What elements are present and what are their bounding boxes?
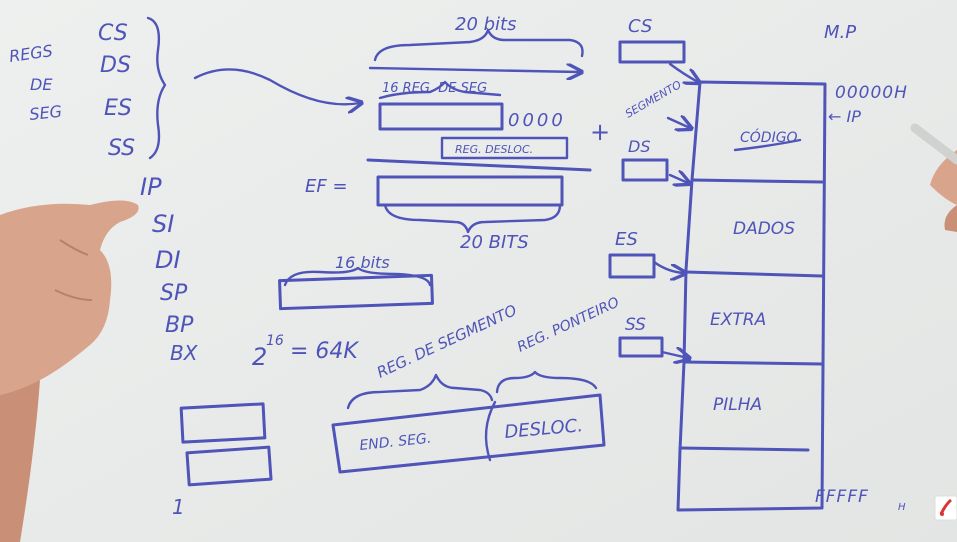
brace-offset [495, 370, 598, 394]
reg-bx: BX [170, 341, 199, 365]
ds-arrow [668, 175, 688, 183]
label-addr-start: 00000H [835, 83, 908, 103]
label-20-bits-bottom: 20 BITS [460, 232, 529, 253]
segment-register-box [378, 102, 504, 131]
label-reg-desloc: REG. DESLOC. [455, 143, 533, 156]
segmento-arrow [666, 118, 690, 128]
reg-sp: SP [160, 281, 188, 306]
label-cs-box: CS [628, 16, 652, 37]
label-seg: SEG [28, 102, 62, 124]
reg-ip: IP [140, 173, 162, 201]
mem-segment-extra: EXTRA [710, 310, 766, 330]
label-de: DE [30, 75, 53, 94]
label-20-bits: 20 bits [455, 14, 517, 35]
cs-arrow [668, 62, 698, 82]
label-power-exp: 16 [266, 333, 284, 349]
presenter-hand [0, 200, 139, 542]
main-memory: M.P 00000H ← IP CÓDIGO DADOS EXTRA PILHA… [676, 22, 908, 513]
label-ss-box: SS [625, 315, 646, 335]
codigo-underline [733, 138, 802, 152]
sixteen-bit-group: 16 bits 2 16 = 64K [252, 253, 434, 371]
curved-arrow-to-register [193, 68, 360, 104]
reg-es: ES [104, 96, 132, 121]
mem-segment-codigo: CÓDIGO [740, 128, 798, 146]
label-es-box: ES [615, 229, 638, 250]
label-plus: + [590, 118, 610, 146]
brace-segment-registers [146, 16, 167, 160]
small-box-2 [185, 445, 273, 487]
reg-ss: SS [108, 136, 135, 161]
brace-16 [378, 80, 502, 100]
reg-cs: CS [98, 21, 128, 46]
label-16-bits: 16 bits [335, 253, 390, 272]
memory-divider-3 [682, 360, 824, 366]
ds-box [621, 158, 669, 182]
offset-register-box [440, 136, 569, 160]
label-addr-end: FFFFF [815, 487, 869, 507]
arrow-20-bits [368, 68, 580, 72]
sum-line [366, 158, 592, 172]
label-ip-arrow: ← IP [828, 107, 861, 126]
label-addr-end-sub: H [898, 502, 906, 513]
memory-divider-1 [690, 178, 824, 184]
cs-box [618, 40, 686, 64]
label-ds-box: DS [628, 137, 650, 156]
mem-segment-dados: DADOS [733, 219, 795, 239]
effective-address-box [376, 175, 564, 207]
brace-20-bits [373, 28, 584, 62]
segment-offset-divider [484, 400, 497, 462]
memory-divider-4 [678, 446, 810, 452]
ss-box [618, 336, 664, 358]
reg-di: DI [155, 246, 181, 274]
label-ef: EF = [305, 176, 348, 197]
pointer-registers-group: IP SI DI SP BP BX [140, 173, 199, 365]
es-arrow [652, 260, 684, 273]
segment-registers-group: REGS DE SEG CS DS ES SS [8, 16, 167, 161]
memory-divider-2 [684, 270, 824, 278]
brace-segment [346, 373, 494, 410]
channel-logo [934, 495, 957, 521]
presenter-hand-right [910, 123, 957, 232]
reg-ds: DS [100, 53, 131, 78]
label-mp: M.P [824, 22, 856, 43]
address-composition: 20 bits 16 REG. DE SEG 0000 + REG. DESLO… [305, 14, 610, 253]
reg-si: SI [152, 210, 174, 238]
label-one: 1 [172, 495, 185, 519]
label-zeros: 0000 [508, 110, 566, 131]
sixteen-bit-box [278, 273, 434, 311]
segment-offset-box [331, 393, 606, 474]
mem-segment-pilha: PILHA [713, 395, 762, 415]
es-box [608, 253, 656, 279]
brace-20-bits-bottom [383, 203, 562, 234]
label-power-base: 2 [252, 343, 267, 371]
label-power-value: = 64K [290, 339, 359, 364]
small-box-1 [179, 402, 267, 444]
small-boxes-group: 1 [172, 402, 273, 519]
label-end-seg: END. SEG. [359, 431, 432, 454]
reg-bp: BP [165, 313, 194, 338]
memory-outline [676, 80, 827, 512]
